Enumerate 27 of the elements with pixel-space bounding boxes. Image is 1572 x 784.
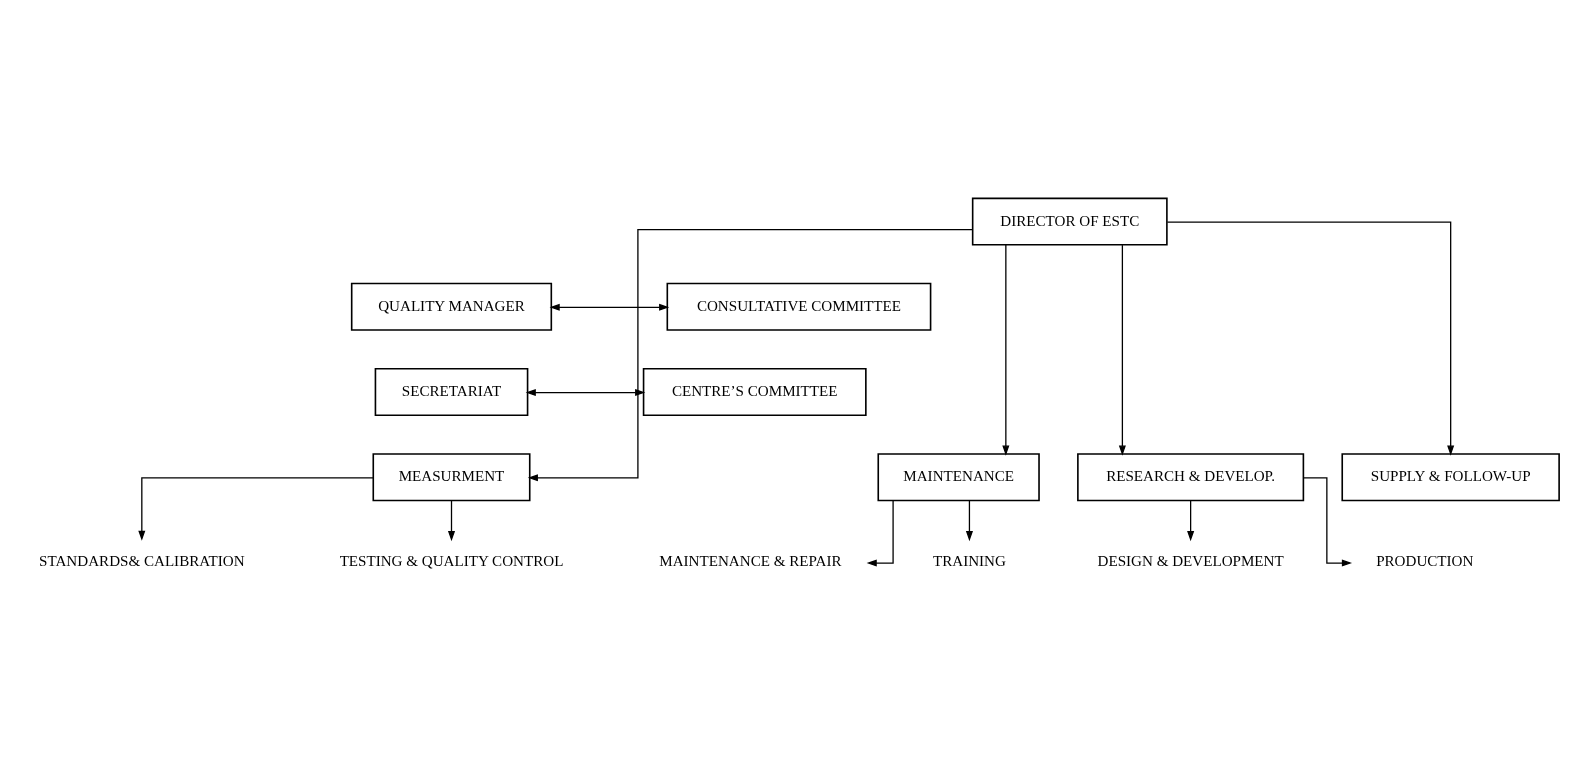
node-box: MEASURMENT	[372, 453, 531, 502]
node-box: CENTRE’S COMMITTEE	[642, 368, 867, 416]
node-box: CONSULTATIVE COMMITTEE	[666, 282, 932, 331]
arrow	[866, 500, 894, 567]
node-text: MAINTENANCE & REPAIR	[659, 553, 842, 570]
node-text: TESTING & QUALITY CONTROL	[339, 553, 564, 570]
arrow	[1002, 244, 1010, 456]
node-text: PRODUCTION	[1376, 553, 1474, 570]
arrow	[447, 499, 456, 542]
node-box: SECRETARIAT	[374, 368, 529, 416]
node-text: STANDARDS& CALIBRATION	[39, 553, 245, 570]
arrow	[549, 303, 670, 311]
arrow	[1302, 477, 1353, 567]
node-box: MAINTENANCE	[877, 453, 1040, 502]
arrow	[1118, 244, 1126, 456]
arrow	[527, 228, 973, 482]
node-text: DESIGN & DEVELOPMENT	[1097, 553, 1284, 570]
arrow	[525, 389, 646, 397]
node-box: SUPPLY & FOLLOW-UP	[1341, 453, 1560, 502]
arrow	[1166, 221, 1455, 456]
arrow	[965, 499, 973, 542]
node-box: QUALITY MANAGER	[350, 282, 553, 331]
arrow	[138, 477, 374, 541]
node-box: DIRECTOR OF ESTC	[971, 197, 1168, 246]
node-box: RESEARCH & DEVELOP.	[1077, 453, 1305, 502]
arrow	[1187, 499, 1195, 542]
node-text: TRAINING	[932, 553, 1006, 570]
